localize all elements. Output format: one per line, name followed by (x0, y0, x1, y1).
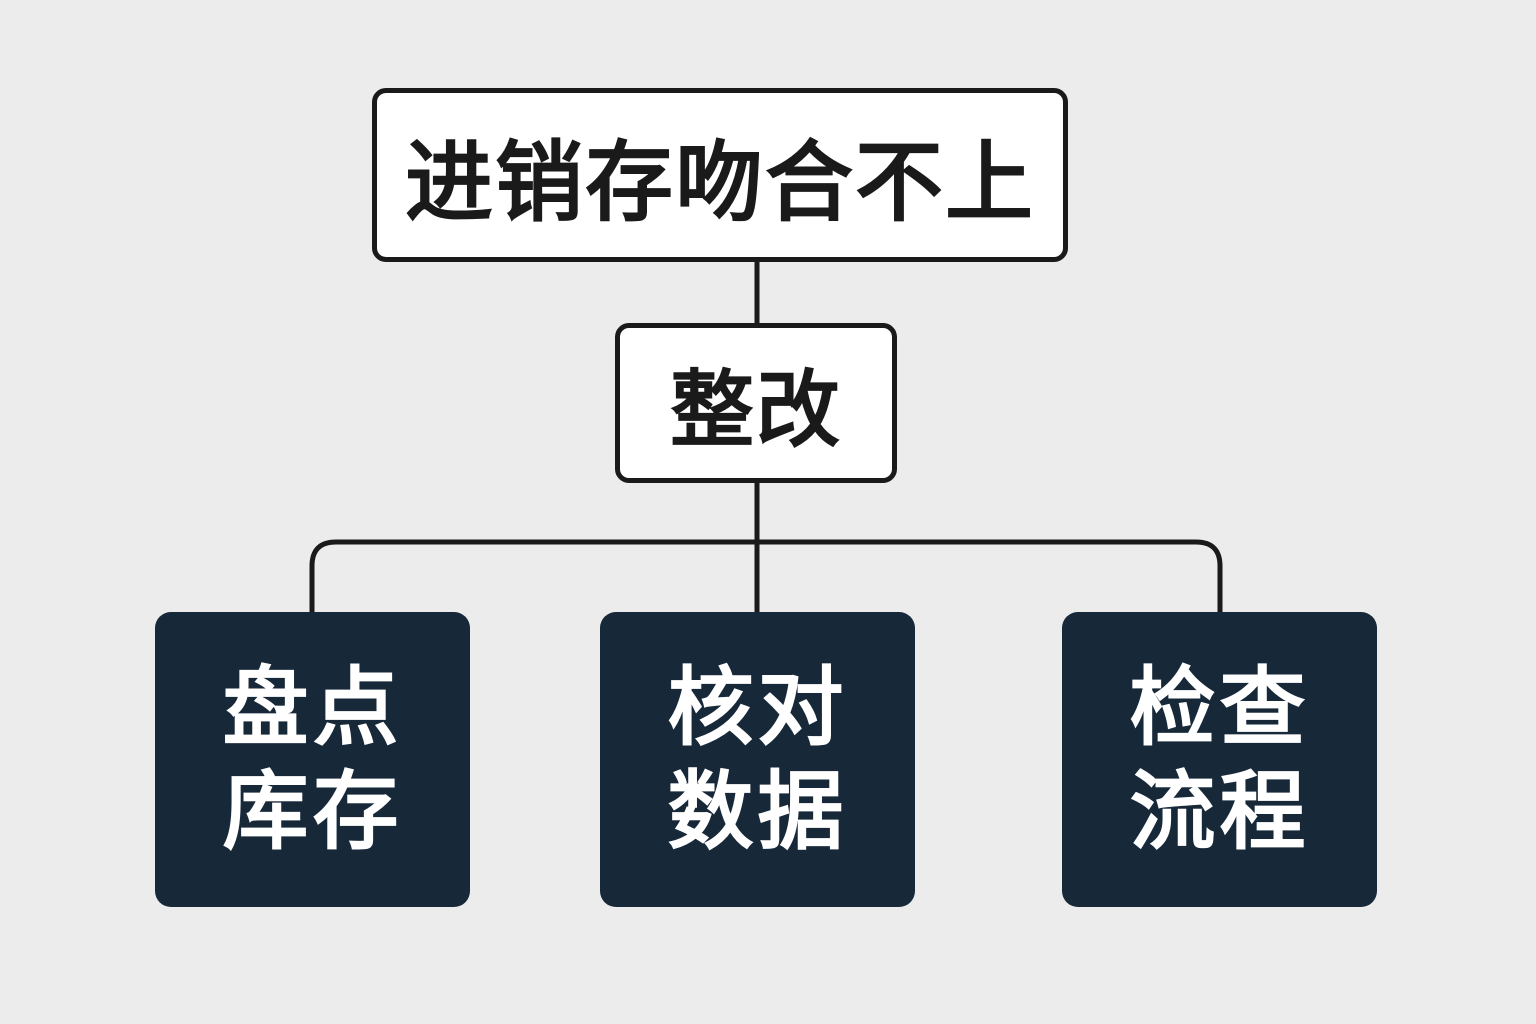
child-node-label-line1: 核对 (667, 657, 848, 758)
child-node-label-line1: 检查 (1129, 657, 1310, 758)
child-node-label-line1: 盘点 (222, 657, 403, 758)
connector-branch-bar (309, 539, 1223, 612)
child-node-label-line2: 流程 (1129, 761, 1310, 862)
child-node-process-check: 检查 流程 (1062, 612, 1377, 907)
root-node: 进销存吻合不上 (372, 88, 1068, 262)
child-node-inventory: 盘点 库存 (155, 612, 470, 907)
middle-node: 整改 (615, 323, 897, 483)
middle-node-label: 整改 (669, 360, 842, 459)
child-node-label-line2: 库存 (222, 761, 403, 862)
root-node-label: 进销存吻合不上 (404, 130, 1035, 234)
child-node-data-check: 核对 数据 (600, 612, 915, 907)
child-node-label-line2: 数据 (667, 761, 848, 862)
